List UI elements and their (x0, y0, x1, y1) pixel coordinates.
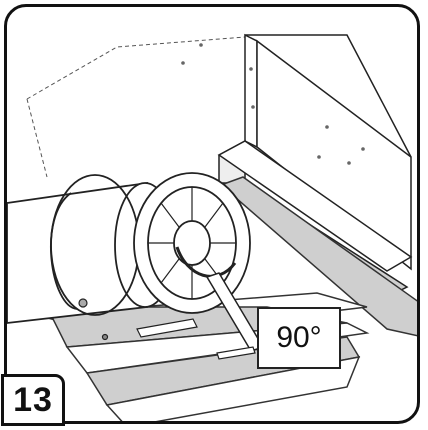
cabinet-screws (181, 43, 365, 165)
angle-callout: 90° (257, 307, 341, 369)
slot-details (78, 298, 256, 360)
angle-label: 90° (276, 321, 322, 354)
cabinet-body (244, 33, 412, 271)
ceiling-outline (26, 36, 246, 178)
step-number: 13 (13, 380, 53, 419)
impeller-wheel (133, 172, 251, 314)
step-badge: 13 (1, 374, 65, 426)
installation-illustration (7, 33, 417, 421)
instruction-panel: 90° (4, 4, 420, 424)
